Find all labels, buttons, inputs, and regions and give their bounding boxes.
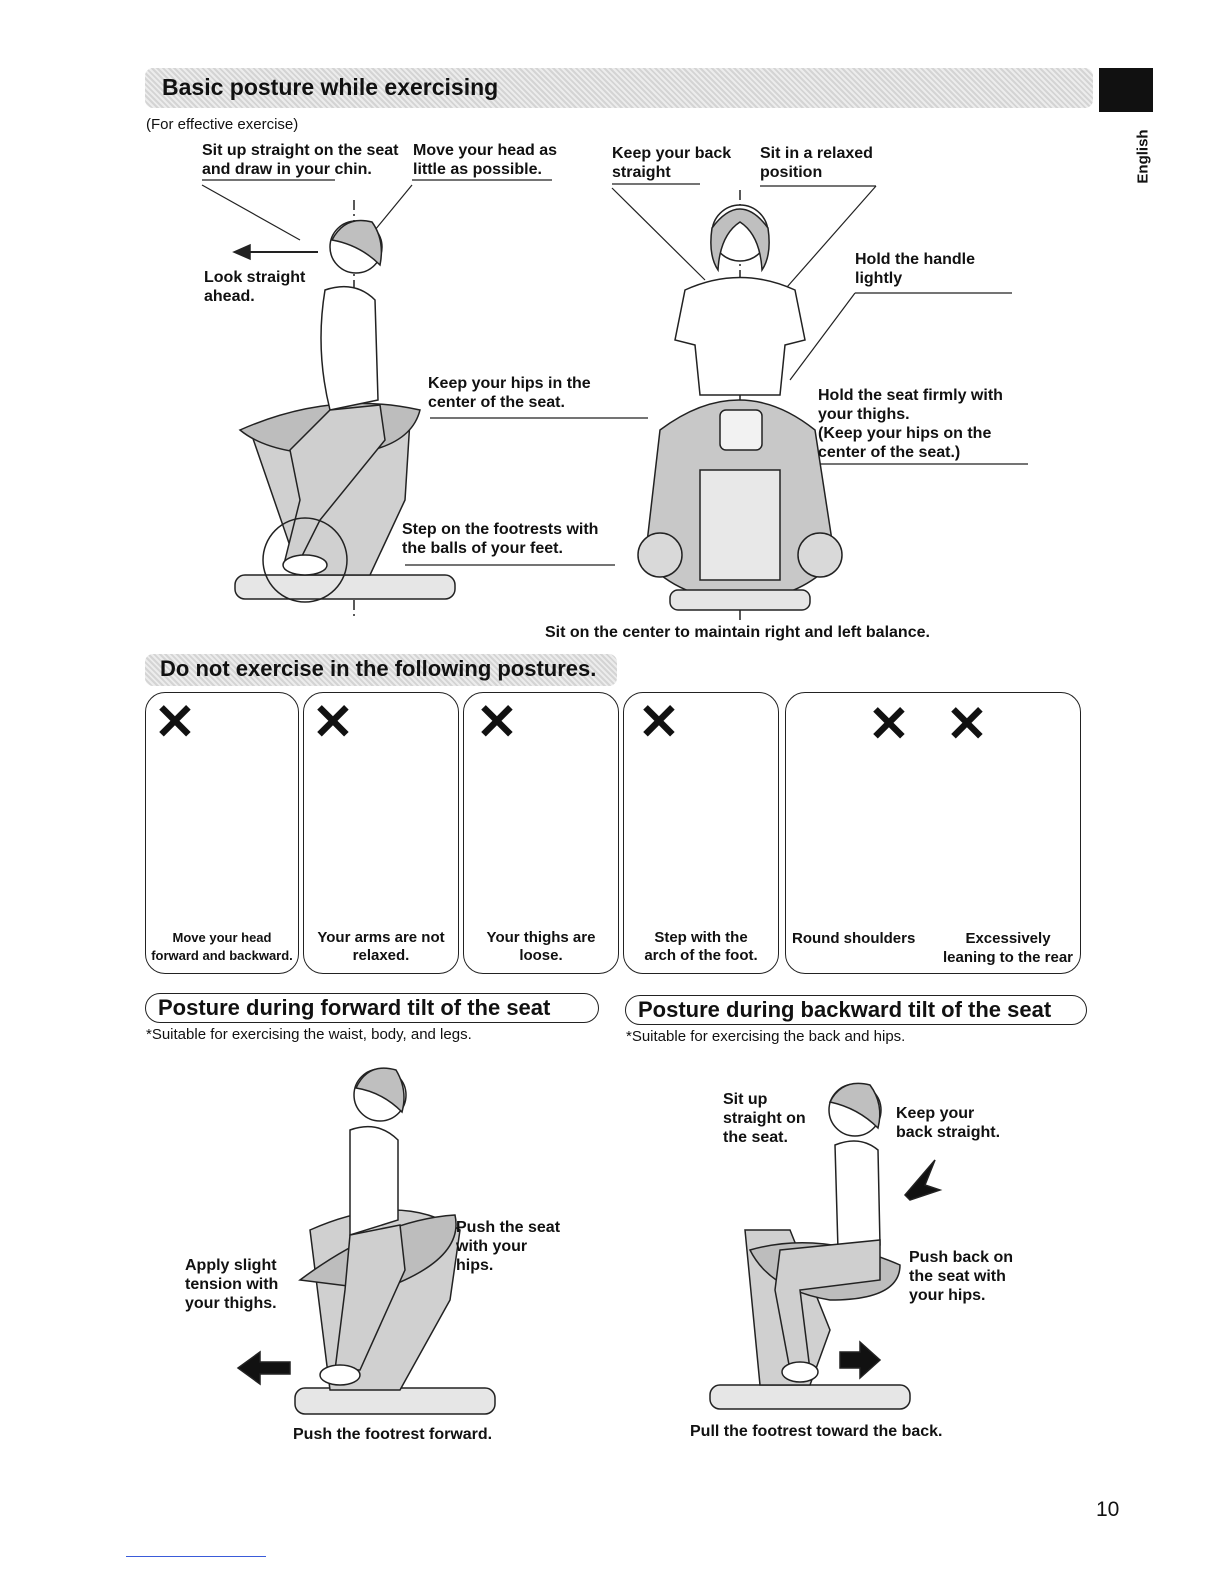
forward-tilt-title: Posture during forward tilt of the seat [145,993,599,1023]
donot-caption-5-right: Excessively leaning to the rear [938,929,1078,967]
page-number: 10 [1096,1498,1119,1522]
label-footrests: Step on the footrests with the balls of … [402,520,598,558]
label-sit-up: Sit up straight on the seat and draw in … [202,141,398,179]
donot-caption-4: Step with the arch of the foot. [624,929,778,965]
x-mark-icon: ✕ [638,697,680,747]
label-sit-up-back: Sit up straight on the seat. [723,1090,806,1147]
donot-panel-2: ✕ Your arms are not relaxed. [303,692,459,974]
label-keep-back: Keep your back straight. [896,1104,1000,1142]
label-back-straight: Keep your back straight [612,144,731,182]
label-push-back: Push back on the seat with your hips. [909,1248,1013,1305]
x-mark-icon: ✕ [476,697,518,747]
label-look-ahead: Look straight ahead. [204,268,305,306]
backward-tilt-title: Posture during backward tilt of the seat [625,995,1087,1025]
donot-caption-2: Your arms are not relaxed. [304,929,458,965]
x-mark-icon: ✕ [868,699,910,749]
donot-panel-5: ✕ ✕ Round shoulders Excessively leaning … [785,692,1081,974]
donot-panel-1: ✕ Move your head forward and backward. [145,692,299,974]
label-relaxed: Sit in a relaxed position [760,144,873,182]
label-apply-tension: Apply slight tension with your thighs. [185,1256,278,1313]
label-hold-seat: Hold the seat firmly with your thighs. (… [818,386,1003,462]
label-pull-footrest: Pull the footrest toward the back. [690,1422,942,1441]
front-view-figure [638,190,842,620]
footer-divider [126,1556,266,1557]
label-hips-center: Keep your hips in the center of the seat… [428,374,591,412]
forward-tilt-note: *Suitable for exercising the waist, body… [146,1026,472,1044]
label-push-seat: Push the seat with your hips. [456,1218,560,1275]
donot-panel-4: ✕ Step with the arch of the foot. [623,692,779,974]
donot-panel-3: ✕ Your thighs are loose. [463,692,619,974]
label-balance: Sit on the center to maintain right and … [545,623,930,642]
x-mark-icon: ✕ [312,697,354,747]
label-move-head: Move your head as little as possible. [413,141,557,179]
label-handle: Hold the handle lightly [855,250,975,288]
label-push-footrest: Push the footrest forward. [293,1425,492,1444]
donot-title: Do not exercise in the following posture… [160,656,596,682]
backward-tilt-note: *Suitable for exercising the back and hi… [626,1028,905,1046]
donot-caption-1: Move your head forward and backward. [146,929,298,965]
donot-caption-3: Your thighs are loose. [464,929,618,965]
donot-caption-5-left: Round shoulders [792,929,915,948]
x-mark-icon: ✕ [946,699,988,749]
x-mark-icon: ✕ [154,697,196,747]
